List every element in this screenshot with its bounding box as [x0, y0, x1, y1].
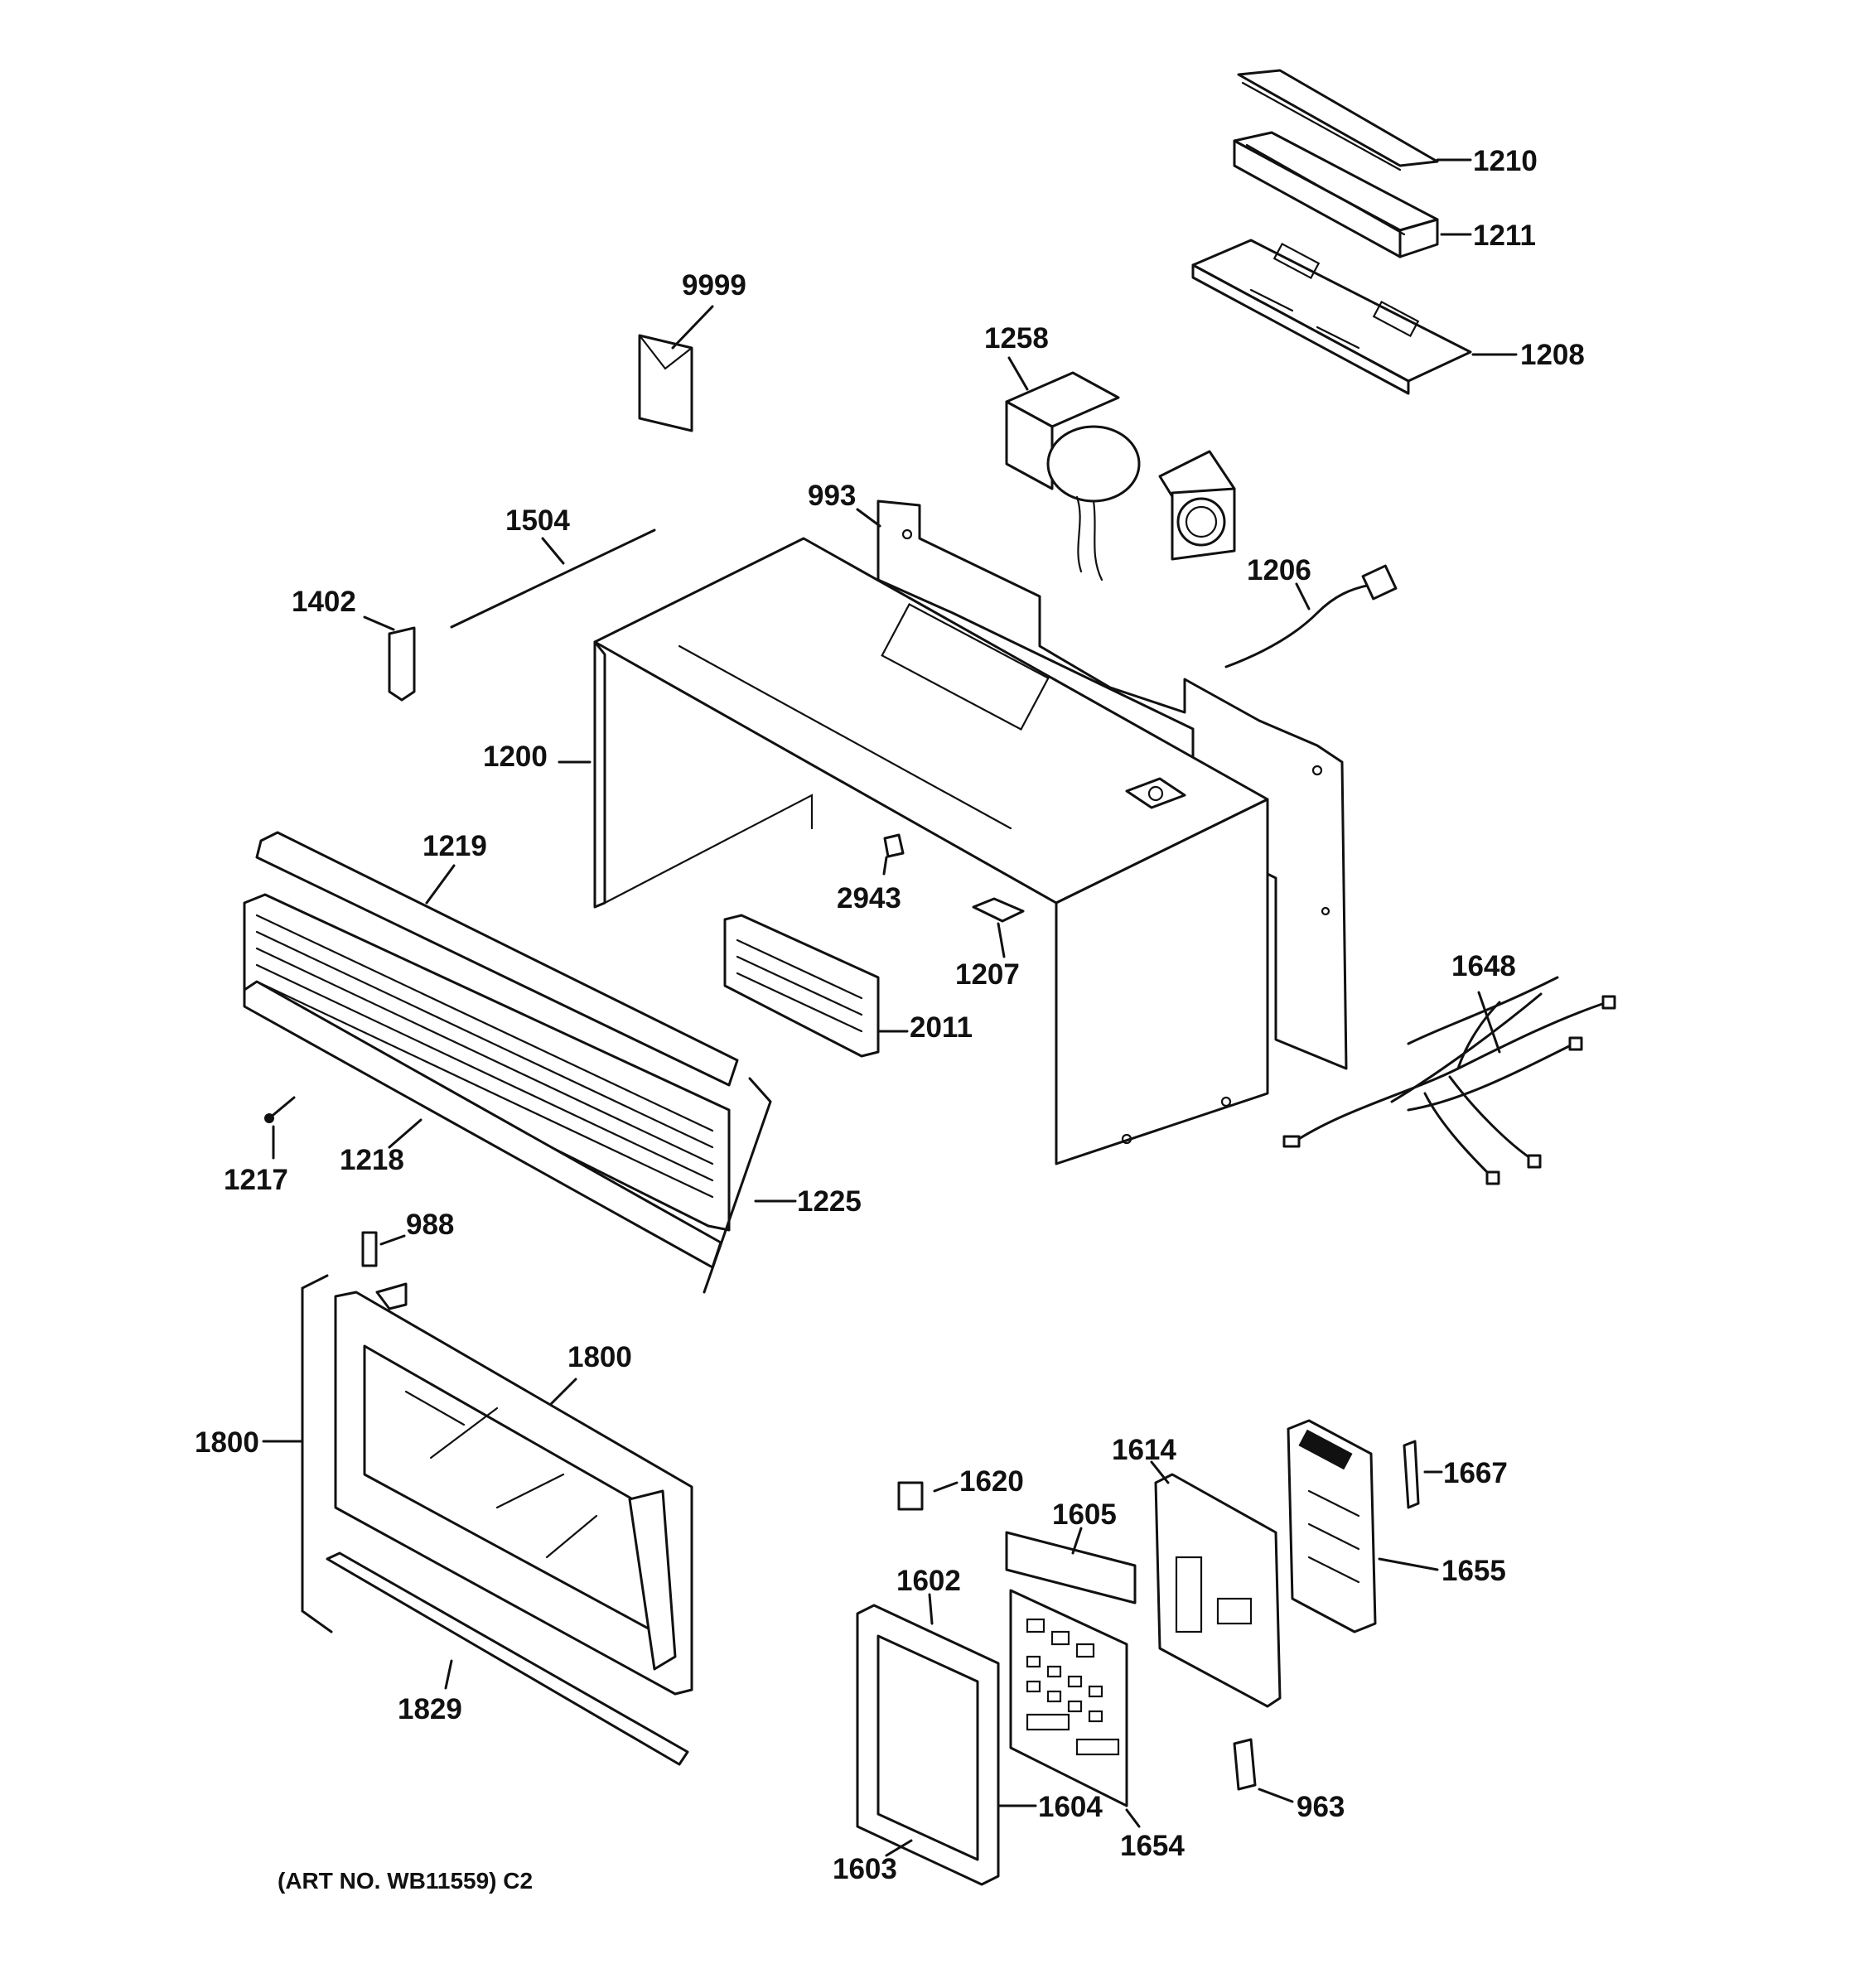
- part-993-back-plate: [876, 499, 1348, 1070]
- part-1605-nameplate: [1005, 1531, 1137, 1604]
- leader-lines: [262, 158, 1518, 1857]
- part-963-connector: [1233, 1738, 1257, 1791]
- callout-1655: 1655: [1441, 1555, 1506, 1587]
- part-1620-switch: [897, 1481, 924, 1511]
- part-1504-rod: [450, 528, 656, 629]
- callout-963: 963: [1297, 1791, 1345, 1823]
- callout-1604: 1604: [1038, 1791, 1103, 1823]
- part-1210-cover: [1237, 69, 1439, 171]
- part-1829-choke: [326, 1551, 689, 1766]
- callout-1667: 1667: [1443, 1457, 1508, 1489]
- part-1603-frame: [856, 1604, 1000, 1886]
- part-2011-vent-cover: [723, 914, 880, 1058]
- callout-1206: 1206: [1247, 554, 1311, 586]
- part-1200-cabinet: [593, 537, 1269, 1165]
- callout-1648: 1648: [1451, 950, 1516, 982]
- callout-1218: 1218: [340, 1144, 404, 1176]
- callout-2011: 2011: [910, 1011, 973, 1044]
- part-1207-gasket: [972, 897, 1025, 923]
- callout-1210: 1210: [1473, 145, 1538, 177]
- callout-1211: 1211: [1473, 220, 1536, 252]
- callout-9999: 9999: [682, 269, 746, 302]
- part-1800-door: [334, 1282, 693, 1696]
- callout-1829: 1829: [398, 1693, 462, 1725]
- callout-1200: 1200: [483, 741, 548, 773]
- callout-1654: 1654: [1120, 1830, 1185, 1862]
- callout-993: 993: [808, 480, 856, 512]
- part-9999-manual: [638, 334, 693, 432]
- callout-1800-assembly: 1800: [195, 1426, 259, 1459]
- part-1258-blower: [1005, 371, 1236, 581]
- callout-1614: 1614: [1112, 1434, 1176, 1466]
- callout-1225: 1225: [797, 1185, 862, 1218]
- callout-1504: 1504: [505, 504, 570, 537]
- part-1206-power-cord: [1224, 564, 1398, 668]
- callout-1217: 1217: [224, 1164, 288, 1196]
- callout-1219: 1219: [423, 830, 487, 862]
- part-1211-duct: [1233, 131, 1439, 258]
- part-1402-bracket: [388, 626, 416, 702]
- callout-1602: 1602: [896, 1565, 961, 1597]
- part-1614-bracket: [1154, 1473, 1282, 1708]
- callout-1208: 1208: [1520, 339, 1585, 371]
- part-1208-plate: [1191, 239, 1472, 395]
- callout-1207: 1207: [955, 958, 1020, 991]
- callout-1605: 1605: [1052, 1498, 1117, 1531]
- part-2943-clip: [883, 833, 905, 858]
- callout-1603: 1603: [833, 1853, 897, 1885]
- callout-1800-door: 1800: [567, 1341, 632, 1373]
- callout-2943: 2943: [837, 882, 901, 914]
- part-1654-control-panel: [1009, 1589, 1128, 1807]
- part-1219-top-trim: [255, 831, 739, 1087]
- part-1667-clip: [1403, 1440, 1420, 1509]
- art-number-note: (ART NO. WB11559) C2: [278, 1868, 533, 1894]
- part-988-pin: [361, 1231, 378, 1267]
- callout-1258: 1258: [984, 322, 1049, 355]
- callout-988: 988: [406, 1209, 454, 1241]
- part-1217-screw: [264, 1096, 296, 1123]
- part-1655-board: [1287, 1419, 1377, 1633]
- part-1648-wire-harness: [1282, 976, 1616, 1185]
- callout-labels: 1210 1211 1208 9999 1258 993 1504 1402 1…: [195, 145, 1585, 1885]
- callout-1620: 1620: [959, 1465, 1024, 1498]
- callout-1402: 1402: [292, 586, 356, 618]
